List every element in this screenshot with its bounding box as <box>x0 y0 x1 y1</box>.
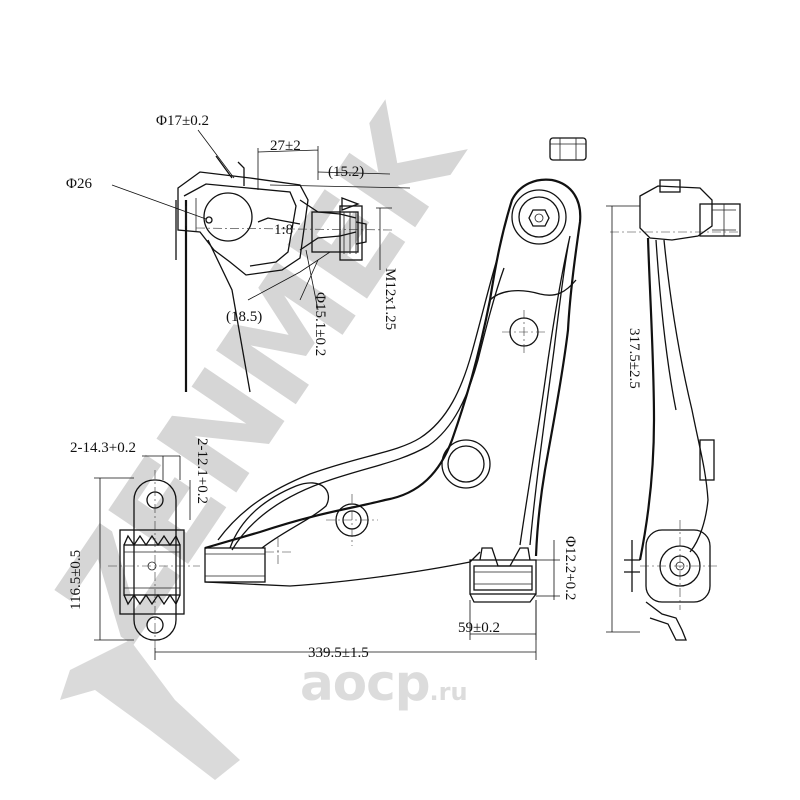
watermark-chevron <box>60 640 240 780</box>
dim-length-339: 339.5±1.5 <box>308 645 369 661</box>
dim-taper-diameter: Φ15.1±0.2 <box>312 292 328 356</box>
dim-hole-12-1: 2-12.1+0.2 <box>194 438 210 504</box>
brand-watermark-text: ZENMEK <box>29 80 495 668</box>
ball-joint-detail <box>111 129 411 393</box>
site-watermark-name: aocp <box>300 654 431 712</box>
dim-stud-diameter: Φ17±0.2 <box>156 113 209 129</box>
dim-width-59: 59±0.2 <box>458 620 500 636</box>
dim-ref-15-2: (15.2) <box>328 164 364 180</box>
dim-taper-ratio: 1:8 <box>274 222 293 238</box>
dim-ball-diameter: Φ26 <box>66 176 92 192</box>
site-watermark-domain: .ru <box>429 678 468 706</box>
dim-height-317: 317.5±2.5 <box>626 328 642 389</box>
nut-icon <box>549 137 587 161</box>
dim-bracket-116: 116.5±0.5 <box>68 550 84 610</box>
site-watermark: aocp.ru <box>300 654 468 712</box>
dim-hole-14-3: 2-14.3+0.2 <box>70 440 136 456</box>
dim-bushing-diameter: Φ12.2+0.2 <box>562 536 578 600</box>
control-arm-plan-view <box>94 137 587 660</box>
dimension-labels: Φ17±0.2 Φ26 27±2 (15.2) 1:8 (18.5) Φ15.1… <box>66 113 642 661</box>
control-arm-side-view <box>606 179 741 641</box>
dim-ref-18-5: (18.5) <box>226 309 262 325</box>
dim-thread-spec: M12x1.25 <box>382 268 398 330</box>
dim-length-27: 27±2 <box>270 138 301 154</box>
